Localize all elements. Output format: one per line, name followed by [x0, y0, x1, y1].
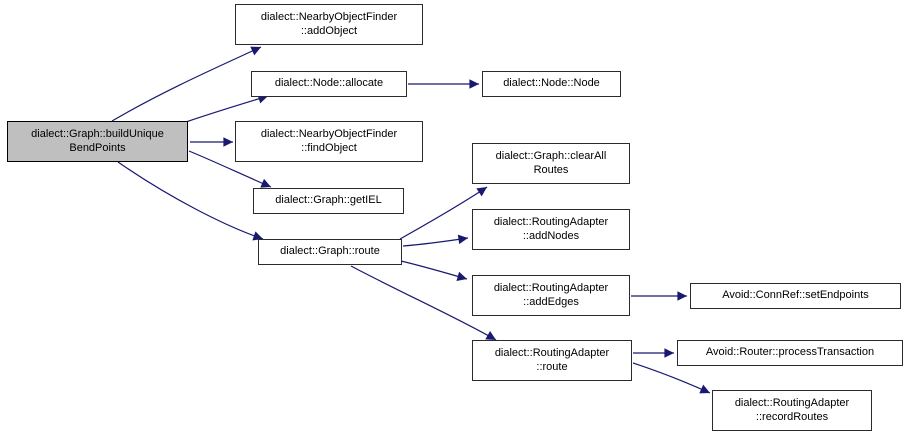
node-label-line: dialect::Graph::buildUnique — [31, 128, 164, 140]
node-graph-get-iel[interactable]: dialect::Graph::getIEL — [253, 188, 404, 214]
edge-route-to-routingAdapterRoute — [350, 265, 497, 341]
edge-buildUniqueBendPoints-to-addObject — [111, 46, 262, 122]
node-label-line: Avoid::Router::processTransaction — [705, 346, 875, 359]
node-label-line: Routes — [533, 163, 569, 176]
node-label-line: dialect::Node::allocate — [274, 77, 384, 90]
node-routing-adapter-route[interactable]: dialect::RoutingAdapter ::route — [472, 340, 632, 381]
node-label-line: dialect::Graph::getIEL — [275, 194, 382, 207]
edge-routingAdapterRoute-to-recordRoutes — [632, 362, 711, 394]
node-routing-adapter-add-nodes[interactable]: dialect::RoutingAdapter ::addNodes — [472, 209, 630, 250]
node-nearby-object-finder-find-object[interactable]: dialect::NearbyObjectFinder ::findObject — [235, 121, 423, 162]
edge-route-to-addNodes — [402, 234, 469, 247]
node-graph-route[interactable]: dialect::Graph::route — [258, 239, 402, 265]
edge-route-to-clearAllRoutes — [399, 186, 488, 240]
node-label-line: ::recordRoutes — [755, 410, 829, 423]
node-label-line: BendPoints — [69, 141, 126, 154]
node-nearby-object-finder-add-object[interactable]: dialect::NearbyObjectFinder ::addObject — [235, 4, 423, 45]
edge-buildUniqueBendPoints-to-route — [117, 161, 264, 241]
node-label-line: dialect::RoutingAdapter — [734, 397, 850, 409]
node-routing-adapter-record-routes[interactable]: dialect::RoutingAdapter ::recordRoutes — [712, 390, 872, 431]
node-router-process-transaction[interactable]: Avoid::Router::processTransaction — [677, 340, 903, 366]
edge-buildUniqueBendPoints-to-allocate — [185, 94, 269, 123]
edge-buildUniqueBendPoints-to-getIEL — [188, 150, 272, 188]
node-build-unique-bend-points: dialect::Graph::buildUnique BendPoints — [7, 121, 188, 162]
node-label-line: dialect::RoutingAdapter — [493, 282, 609, 294]
node-node-node[interactable]: dialect::Node::Node — [482, 71, 621, 97]
node-label-line: ::addNodes — [522, 229, 580, 242]
node-connref-set-endpoints[interactable]: Avoid::ConnRef::setEndpoints — [690, 283, 901, 309]
node-graph-clear-all-routes[interactable]: dialect::Graph::clearAll Routes — [472, 143, 630, 184]
node-label-line: dialect::Graph::route — [280, 245, 380, 258]
node-label-line: dialect::RoutingAdapter — [494, 347, 610, 359]
node-routing-adapter-add-edges[interactable]: dialect::RoutingAdapter ::addEdges — [472, 275, 630, 316]
node-label-line: ::addEdges — [523, 295, 579, 308]
node-label-line: dialect::RoutingAdapter — [493, 216, 609, 228]
node-label-line: ::addObject — [300, 24, 358, 37]
node-label-line: dialect::NearbyObjectFinder — [260, 128, 398, 140]
node-label-line: dialect::NearbyObjectFinder — [260, 11, 398, 23]
node-label-line: dialect::Node::Node — [503, 77, 600, 90]
node-node-allocate[interactable]: dialect::Node::allocate — [251, 71, 407, 97]
node-label-line: ::findObject — [301, 141, 357, 154]
node-label-line: Avoid::ConnRef::setEndpoints — [722, 289, 869, 302]
node-label-line: dialect::Graph::clearAll — [495, 150, 607, 162]
node-label-line: ::route — [536, 360, 568, 373]
edge-route-to-addEdges — [400, 260, 468, 281]
